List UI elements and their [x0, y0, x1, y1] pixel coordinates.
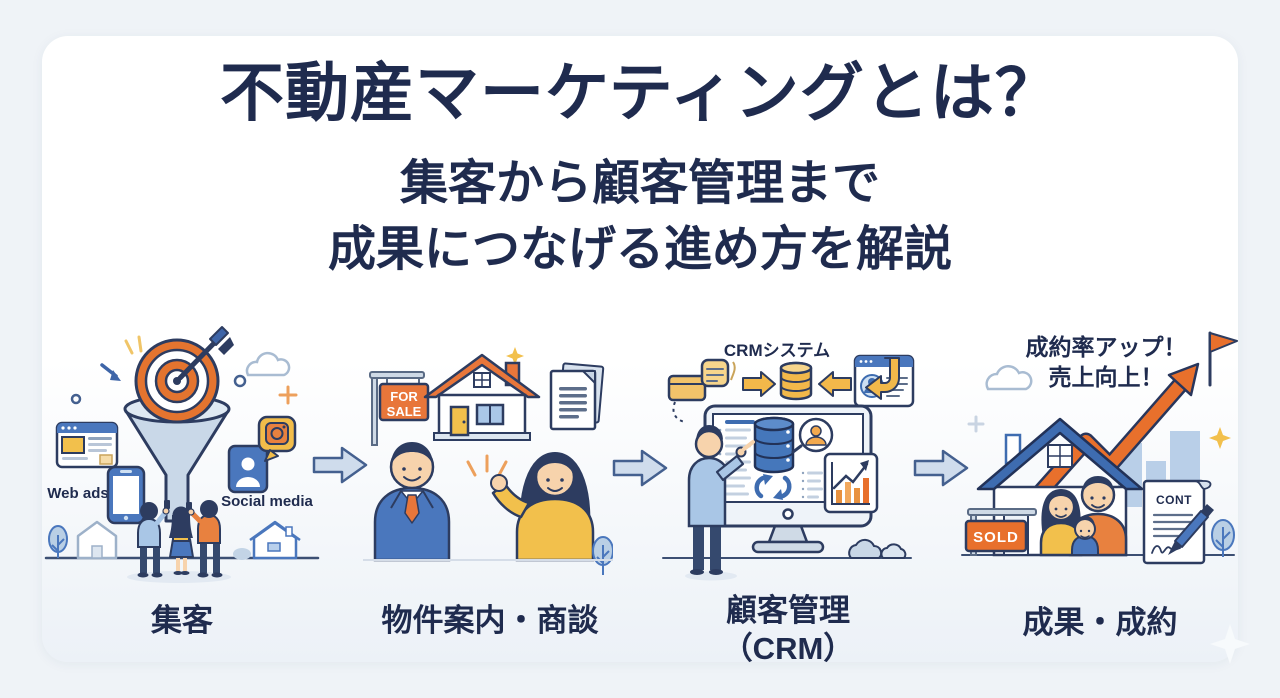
- step3-label-main: 顧客管理: [726, 593, 850, 628]
- sold-sign: SOLD: [964, 508, 1037, 556]
- house-icon: [249, 520, 301, 560]
- subtitle-line1: 集客から顧客管理まで: [399, 157, 880, 210]
- step4-illustration: 成約率アップ！ 売上向上！: [961, 331, 1238, 565]
- sparkle-icon: [506, 347, 524, 365]
- database-icon: [753, 416, 795, 474]
- web-ads-browser-icon: [55, 421, 119, 469]
- sparkle-icon: [1209, 427, 1231, 449]
- customer-avatar-icon: [791, 417, 834, 454]
- instagram-icon: [257, 415, 297, 462]
- step1-label: 集客: [151, 603, 213, 638]
- cloud-icon: [245, 351, 291, 377]
- step3-label-sub: （CRM）: [721, 631, 855, 666]
- house-icon: [423, 353, 541, 441]
- step1-illustration: Web ads Social media: [44, 326, 320, 583]
- for-sale-line2: SALE: [387, 404, 422, 419]
- j-arrow-icon: [865, 357, 900, 400]
- arrow-left-icon: [818, 371, 852, 397]
- for-sale-line1: FOR: [390, 389, 418, 404]
- benefit-line2: 売上向上！: [1049, 364, 1164, 390]
- agent-person: [373, 442, 451, 562]
- tree-icon: [592, 536, 613, 575]
- main-title: 不動産マーケティングとは？: [220, 57, 1060, 129]
- web-ads-label: Web ads: [47, 485, 108, 502]
- step4-label: 成果・成約: [1022, 605, 1178, 640]
- profile-card-icon: [853, 354, 915, 408]
- smartphone-icon: [106, 465, 146, 525]
- people-group: [137, 500, 223, 578]
- dot-decoration: [70, 393, 82, 405]
- flow-arrow-icon: [312, 446, 368, 484]
- sold-label: SOLD: [973, 529, 1019, 546]
- dot-decoration: [233, 374, 247, 388]
- crm-system-label: CRMシステム: [724, 341, 830, 360]
- chart-icon: [823, 452, 879, 514]
- bush-icon: [233, 548, 251, 560]
- family-group: [1039, 476, 1128, 557]
- sparkle-icon: [967, 415, 985, 433]
- customer-person: [490, 451, 595, 562]
- sync-arrows-icon: [754, 474, 792, 500]
- for-sale-sign: FOR SALE: [369, 371, 430, 446]
- facebook-icon: [227, 444, 269, 494]
- step2-label: 物件案内・商談: [381, 603, 599, 638]
- record-list: [801, 471, 823, 499]
- emphasis-lines: [466, 454, 508, 477]
- flow-arrow-icon: [913, 449, 969, 487]
- step3-illustration: CRMシステム: [662, 341, 915, 581]
- social-media-label: Social media: [221, 493, 313, 510]
- pen-icon: [1168, 504, 1214, 555]
- database-yellow-icon: [779, 361, 813, 401]
- step3-label: 顧客管理 （CRM）: [638, 592, 938, 668]
- data-sources-icon: [667, 358, 736, 423]
- operator-person: [685, 425, 755, 581]
- sparkle-icon: [1210, 624, 1250, 664]
- tree-icon: [1211, 519, 1235, 557]
- flow-arrow-icon: [612, 449, 668, 487]
- sparkle-icon: [124, 335, 143, 355]
- arrow-right-icon: [742, 371, 776, 397]
- cloud-icon: [848, 538, 907, 559]
- target-icon: [134, 326, 234, 424]
- tree-icon: [48, 525, 68, 558]
- contract-label: CONT: [1156, 493, 1192, 507]
- cloud-icon: [985, 365, 1033, 391]
- infographic-card: 不動産マーケティングとは？ 集客から顧客管理まで 成果につなげる進め方を解説: [42, 36, 1250, 666]
- arrow-doodle-icon: [100, 363, 121, 381]
- documents-icon: [549, 362, 605, 431]
- house-icon: [76, 520, 118, 560]
- flag-icon: [1208, 331, 1238, 387]
- sparkle-icon: [278, 385, 298, 405]
- step2-illustration: FOR SALE: [363, 347, 613, 575]
- benefit-line1: 成約率アップ！: [1026, 334, 1187, 360]
- subtitle-line2: 成果につなげる進め方を解説: [327, 223, 952, 276]
